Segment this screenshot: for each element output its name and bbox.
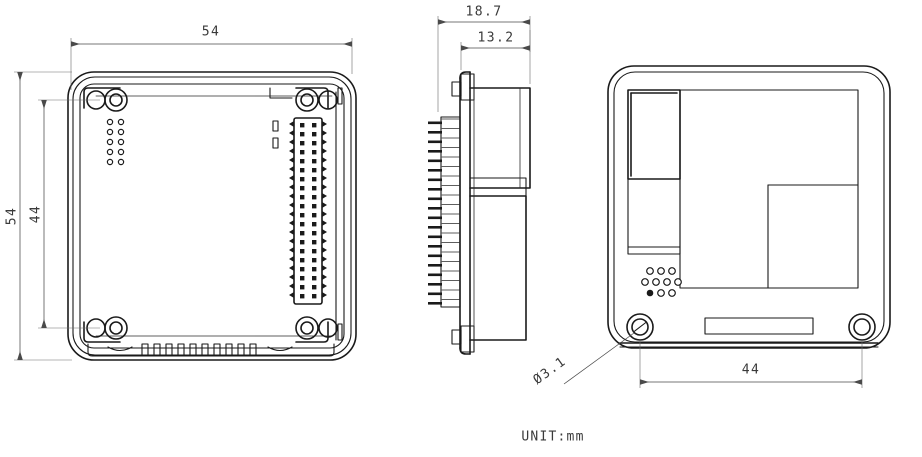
front-pcb-edge — [79, 83, 345, 349]
rear-mid-left-panel — [627, 178, 681, 255]
dimension-front-height-outer: 54 — [5, 71, 72, 361]
unit-note: UNIT:mm — [521, 430, 584, 445]
front-mount-hole-br — [295, 316, 338, 340]
side-pins-20 — [428, 118, 461, 305]
front-mount-hole-bl — [86, 316, 128, 340]
dimension-front-width: 54 — [70, 25, 353, 90]
front-mount-hole-tr — [295, 88, 338, 112]
leader-line-diameter — [563, 332, 635, 385]
front-right-tab-top — [337, 87, 343, 105]
front-header-tabs — [289, 121, 327, 298]
side-connector-body — [440, 116, 461, 308]
side-faceplate-corner-top — [459, 71, 471, 79]
dim-label-front-width: 54 — [202, 25, 220, 40]
front-bracket-bl — [83, 321, 121, 343]
front-dot-matrix — [106, 118, 125, 166]
dimension-rear-hole-pitch: 44 — [639, 340, 863, 388]
front-vent-slots — [87, 343, 335, 357]
front-housing-inner-rim — [72, 76, 352, 356]
front-pin-header-40 — [289, 117, 327, 305]
dimension-side-depth-body: 13.2 — [460, 30, 531, 70]
dimension-front-height-inner: 44 — [29, 99, 100, 329]
front-small-pads — [272, 120, 279, 149]
dim-label-front-height-outer: 54 — [5, 207, 20, 225]
rear-label-slot — [704, 317, 814, 335]
dim-label-rear-hole-pitch: 44 — [742, 363, 760, 378]
dim-label-side-depth-total: 18.7 — [466, 5, 503, 20]
rear-speaker-grille — [641, 267, 682, 297]
side-body-upper — [469, 87, 531, 189]
front-header-pins — [300, 123, 317, 299]
front-right-tab-bottom — [337, 323, 343, 341]
side-body-lower — [469, 195, 527, 341]
front-bracket-tl — [83, 87, 121, 109]
front-mount-hole-tl — [86, 88, 128, 112]
front-bracket-br — [295, 321, 329, 343]
front-view — [67, 71, 357, 361]
front-bracket-tr — [295, 87, 329, 109]
dim-label-side-depth-body: 13.2 — [478, 31, 515, 46]
front-tab-top — [269, 87, 293, 99]
rear-screw-slot — [632, 321, 648, 333]
rear-housing-outer — [607, 65, 891, 349]
side-view — [428, 71, 531, 355]
rear-housing-inner-rim — [613, 71, 885, 343]
side-faceplate-corner-bottom — [459, 347, 471, 355]
side-top-block-inner — [460, 73, 475, 101]
dim-label-front-height-inner: 44 — [29, 205, 44, 223]
front-housing-outer — [67, 71, 357, 361]
